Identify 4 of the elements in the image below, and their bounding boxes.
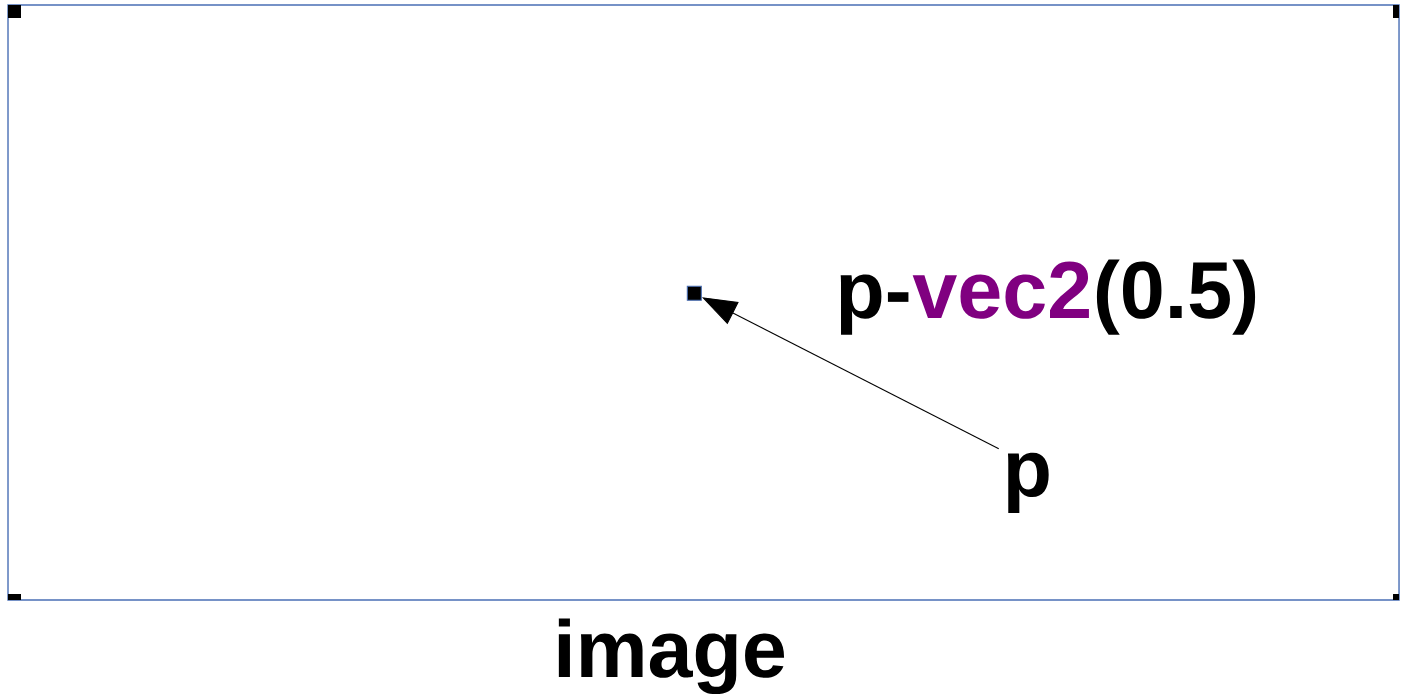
point-label: p xyxy=(1007,452,1049,514)
point-marker xyxy=(686,285,702,301)
vector-expression: p-vec2(0.5) xyxy=(840,259,1256,335)
frame-caption: image xyxy=(558,618,785,694)
